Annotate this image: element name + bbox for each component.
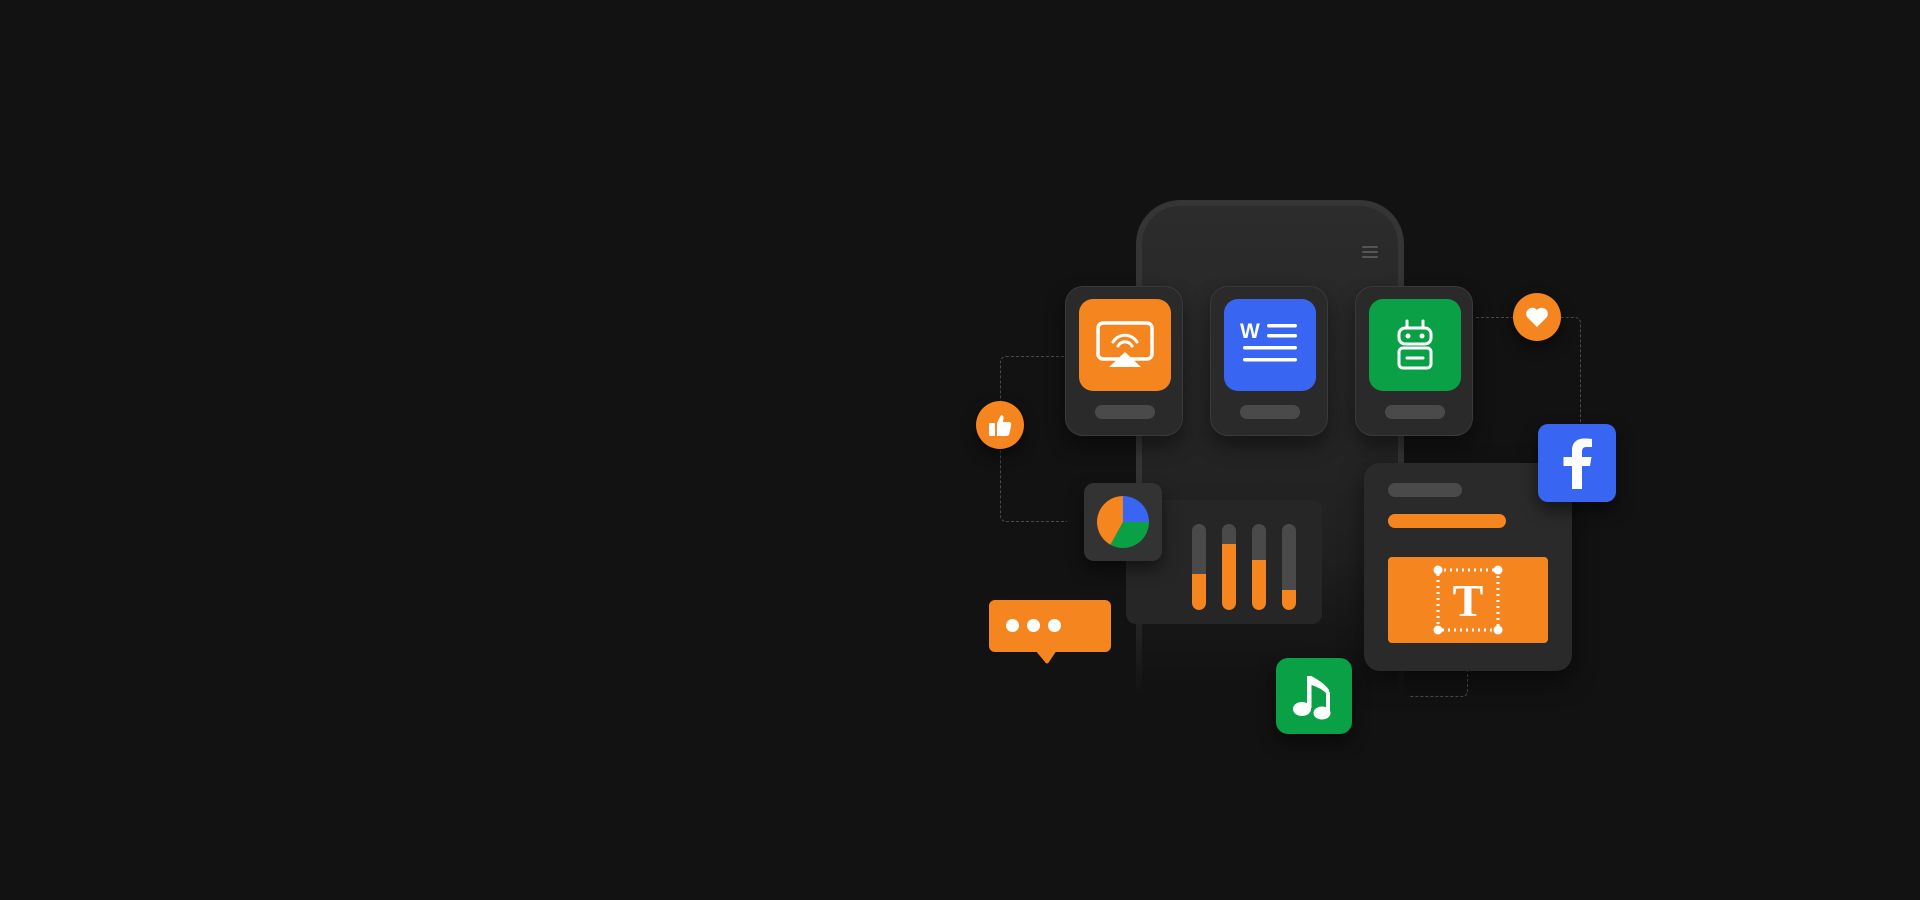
- level-bar: [1252, 524, 1266, 610]
- pie-slice: [1097, 496, 1123, 545]
- app-card-robot[interactable]: [1355, 286, 1473, 436]
- pie-slice: [1123, 496, 1149, 522]
- pie-chart-icon[interactable]: [1084, 483, 1162, 561]
- app-label-placeholder: [1095, 405, 1155, 419]
- typing-dot: [1027, 619, 1040, 632]
- text-tile-glyph: T: [1453, 575, 1484, 626]
- text-editor-card[interactable]: T: [1364, 463, 1572, 671]
- thumbs-up-icon[interactable]: [976, 401, 1024, 449]
- word-glyph: W: [1240, 320, 1260, 343]
- menu-icon[interactable]: [1362, 246, 1378, 260]
- typing-dot: [1048, 619, 1061, 632]
- level-bar: [1282, 524, 1296, 610]
- chat-bubble-icon[interactable]: [989, 600, 1111, 664]
- facebook-icon[interactable]: [1538, 424, 1616, 502]
- robot-icon: [1369, 299, 1461, 391]
- app-card-cast[interactable]: [1065, 286, 1183, 436]
- app-card-word[interactable]: W: [1210, 286, 1328, 436]
- pie-slice: [1110, 522, 1149, 548]
- heart-icon[interactable]: [1513, 293, 1561, 341]
- app-label-placeholder: [1385, 405, 1445, 419]
- typing-dot: [1006, 619, 1019, 632]
- music-note-icon[interactable]: [1276, 658, 1352, 734]
- card-accent-bar: [1388, 514, 1506, 528]
- app-label-placeholder: [1240, 405, 1300, 419]
- level-bar: [1192, 524, 1206, 610]
- cast-icon: [1079, 299, 1171, 391]
- level-bar: [1222, 524, 1236, 610]
- text-box-icon: T: [1388, 557, 1548, 643]
- word-document-icon: W: [1224, 299, 1316, 391]
- card-title-placeholder: [1388, 483, 1462, 497]
